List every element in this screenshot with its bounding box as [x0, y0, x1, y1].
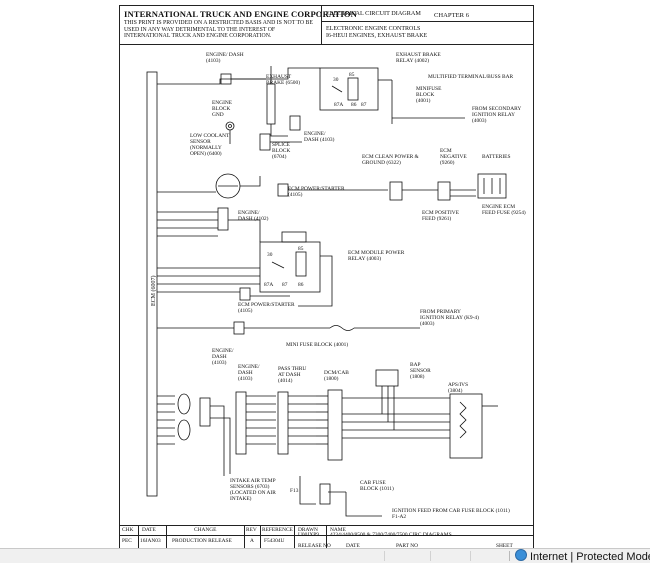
label-engine-dash-lower: ENGINE/ DASH (4103) — [212, 348, 234, 366]
schematic-sheet: INTERNATIONAL TRUCK AND ENGINE CORPORATI… — [119, 5, 534, 550]
footer-drawn-value: U00JXP9 — [298, 532, 319, 538]
relay1-pin-87: 87 — [361, 102, 367, 108]
label-ecm-clean-power: ECM CLEAN POWER & GROUND (6322) — [362, 154, 419, 166]
corporation-name: INTERNATIONAL TRUCK AND ENGINE CORPORATI… — [124, 9, 357, 19]
label-cab-fuse-block: CAB FUSE BLOCK (1011) — [360, 480, 394, 492]
label-splice-block: SPLICE BLOCK (6704) — [272, 142, 291, 160]
label-ecm-negative: ECM NEGATIVE (9260) — [440, 148, 467, 166]
restriction-notice: THIS PRINT IS PROVIDED ON A RESTRICTED B… — [124, 20, 313, 40]
label-intake-air-sensor: INTAKE AIR TEMP SENSORS (6703) (LOCATED … — [230, 478, 276, 502]
browser-status-bar: Internet | Protected Mode: On — [0, 548, 650, 563]
footer-date2: DATE — [346, 543, 360, 549]
footer-part-no: PART NO — [396, 543, 418, 549]
footer-reference-value: F54304U — [264, 538, 285, 544]
label-low-coolant-sensor: LOW COOLANT SENSOR (NORMALLY OPEN) (6400… — [190, 133, 230, 157]
label-bap-sensor: BAP SENSOR (1808) — [410, 362, 431, 380]
footer-rev-header: REV — [246, 527, 257, 533]
label-minifuse-block: MINIFUSE BLOCK (4001) — [416, 86, 442, 104]
ecm-vertical-label: ECM (6007) — [150, 276, 157, 307]
chapter-label: CHAPTER 6 — [434, 12, 469, 19]
label-multified-terminal: MULTIFIED TERMINAL/BUSS BAR — [428, 74, 514, 80]
footer-drawn-header: DRAWN — [298, 527, 318, 533]
label-f13: F13 — [290, 488, 299, 494]
label-ecm-positive-feed: ECM POSITIVE FEED (9261) — [422, 210, 459, 222]
relay2-pin-30: 30 — [267, 252, 273, 258]
label-batteries: BATTERIES — [482, 154, 511, 160]
label-from-secondary-relay: FROM SECONDARY IGNITION RELAY (4003) — [472, 106, 522, 124]
footer-change-header: CHANGE — [194, 527, 217, 533]
subtitle-line-1: ELECTRONIC ENGINE CONTROLS — [326, 26, 421, 32]
relay2-pin-87: 87 — [282, 282, 288, 288]
diagram-subtitle: ELECTRONIC ENGINE CONTROLS I6-HEUI ENGIN… — [326, 26, 427, 40]
footer-chk-value: PEC — [122, 538, 132, 544]
label-exhaust-brake: EXHAUST BRAKE (6500) — [266, 74, 300, 86]
diagram-info-box: ELECTRICAL CIRCUIT DIAGRAM CHAPTER 6 ELE… — [321, 6, 533, 44]
footer-name-value: 4234/4400/8500 & 7300/7400/7500 CIRC DIA… — [330, 532, 452, 538]
label-engine-block-gnd: ENGINE BLOCK GND — [212, 100, 233, 118]
label-dcm-cab: DCM/CAB (1800) — [324, 370, 349, 382]
footer-sheet: SHEET — [496, 543, 513, 549]
title-block-footer: CHK DATE CHANGE REV REFERENCE DRAWN U00J… — [120, 525, 533, 549]
relay1-pin-86: 86 — [351, 102, 357, 108]
label-ecm-module-power-relay: ECM MODULE POWER RELAY (4003) — [348, 250, 405, 262]
footer-change-value: PRODUCTION RELEASE — [172, 538, 232, 544]
relay2-pin-87a: 87A — [264, 282, 273, 288]
relay1-pin-30: 30 — [333, 77, 339, 83]
footer-release-no: RELEASE NO — [298, 543, 331, 549]
circuit-diagram: 30 85 86 87A 87 30 85 86 87A 87 ECM (600… — [146, 66, 507, 517]
label-engine-dash-top: ENGINE/ DASH (4103) — [206, 52, 244, 64]
label-ecm-power-starter-bottom: ECM POWER/STARTER (4105) — [238, 302, 295, 314]
label-exhaust-brake-relay: EXHAUST BRAKE RELAY (4002) — [396, 52, 441, 64]
footer-date-value: 16JAN03 — [140, 538, 161, 544]
label-from-primary-relay: FROM PRIMARY IGNITION RELAY (K9-4) (4003… — [420, 309, 479, 327]
label-ecm-power-starter-top: ECM POWER/STARTER (4105) — [288, 186, 345, 198]
relay1-pin-85: 85 — [349, 72, 355, 78]
relay2-pin-85: 85 — [298, 246, 304, 252]
label-aps-ivs: APS/IVS (3804) — [448, 382, 469, 394]
label-engine-ecm-feed-fuse: ENGINE ECM FEED FUSE (9254) — [482, 204, 526, 216]
label-pass-thru-dash: PASS THRU AT DASH (4014) — [278, 366, 307, 384]
label-ignition-feed: IGNITION FEED FROM CAB FUSE BLOCK (1011)… — [392, 508, 510, 520]
footer-chk-header: CHK — [122, 527, 134, 533]
relay2-pin-86: 86 — [298, 282, 304, 288]
footer-date-header: DATE — [142, 527, 156, 533]
relay1-pin-87a: 87A — [334, 102, 343, 108]
label-mini-fuse-block: MINI FUSE BLOCK (4001) — [286, 342, 349, 348]
footer-name-header: NAME — [330, 527, 346, 533]
diagram-type: ELECTRICAL CIRCUIT DIAGRAM — [326, 10, 421, 17]
label-engine-dash-mid: ENGINE/ DASH (4103) — [304, 131, 335, 143]
internet-globe-icon — [515, 549, 527, 561]
footer-rev-value: A — [250, 538, 254, 544]
security-zone-text: Internet | Protected Mode: On — [530, 551, 650, 563]
security-zone[interactable]: Internet | Protected Mode: On — [515, 549, 650, 563]
footer-reference-header: REFERENCE — [262, 527, 293, 533]
title-block-header: INTERNATIONAL TRUCK AND ENGINE CORPORATI… — [120, 6, 533, 45]
exhaust-brake-relay-box — [319, 67, 379, 111]
label-engine-dash-left: ENGINE/ DASH (4102) — [238, 210, 269, 222]
label-engine-dash-lower2: ENGINE/ DASH (4103) — [238, 364, 260, 382]
subtitle-line-2: I6-HEUI ENGINES, EXHAUST BRAKE — [326, 32, 428, 39]
